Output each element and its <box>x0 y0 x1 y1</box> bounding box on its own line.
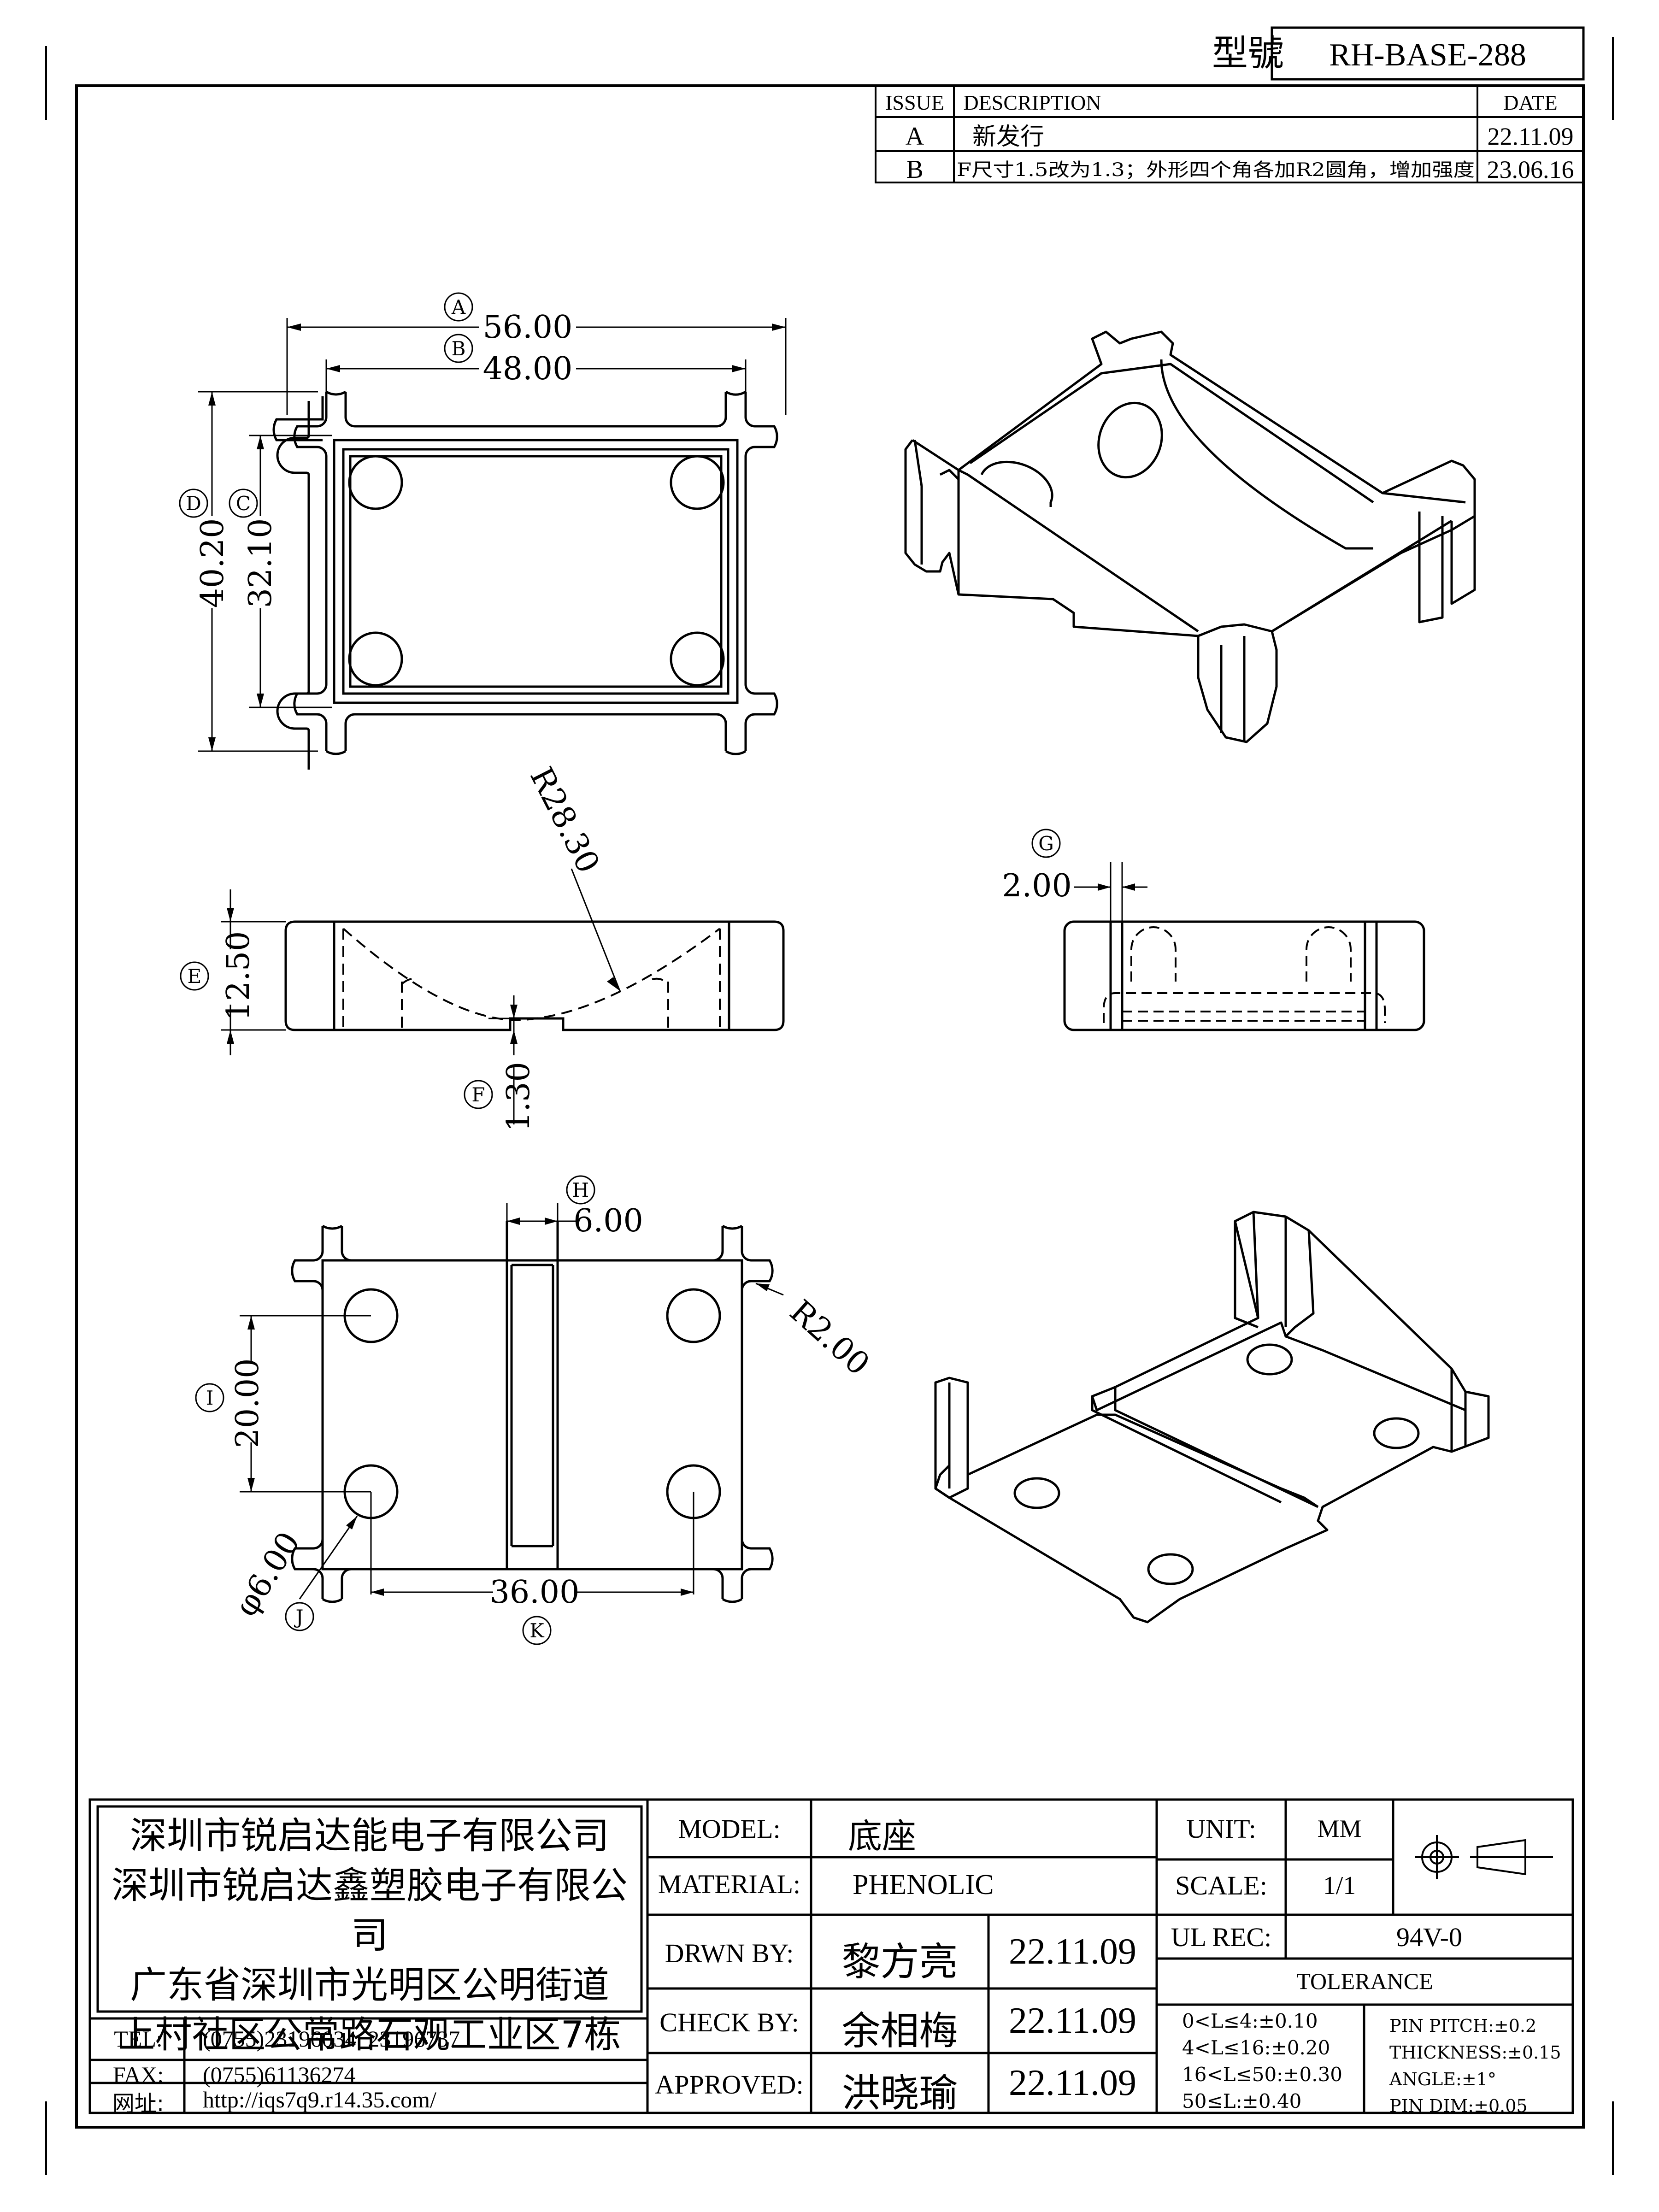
bottom-view <box>291 1221 774 1603</box>
revision-table <box>875 85 1584 183</box>
dim-arc-radius-value: R28.30 <box>523 761 606 879</box>
scale-label: SCALE: <box>1175 1871 1267 1900</box>
company-address-1: 广东省深圳市光明区公明街道 <box>130 1964 609 2006</box>
dim-c-value: 32.10 <box>242 518 279 608</box>
ul-label: UL REC: <box>1171 1922 1272 1952</box>
revision-header-issue: ISSUE <box>885 91 944 114</box>
top-view-outline <box>293 390 778 755</box>
front-view-dimension-lines <box>221 868 621 1124</box>
drawing-border <box>75 84 1585 2129</box>
callout-letter-d: D <box>186 492 201 515</box>
callout-letter-b: B <box>452 337 466 360</box>
approved-label: APPROVED: <box>655 2070 804 2100</box>
tolerance-thickness: THICKNESS:±0.15 <box>1389 2042 1561 2063</box>
front-view <box>284 920 785 1031</box>
isometric-view-bottom <box>934 1211 1490 1624</box>
revision-a-issue: A <box>906 122 924 151</box>
callout-letter-g: G <box>1038 832 1054 855</box>
model-number-box <box>1271 26 1585 81</box>
tolerance-range-3: 16<L≤50:±0.30 <box>1182 2063 1343 2086</box>
company-address-2: 上村社区公常路石观工业区7栋 <box>118 2013 621 2056</box>
dim-h-value: 6.00 <box>573 1203 643 1239</box>
title-block-frame <box>88 1798 1574 2114</box>
tolerance-angle: ANGLE:±1° <box>1389 2069 1496 2089</box>
ul-value: 94V-0 <box>1396 1922 1462 1952</box>
tolerance-pin-pitch: PIN PITCH:±0.2 <box>1389 2016 1537 2036</box>
check-by-value: 余相梅 <box>841 2008 958 2053</box>
callout-letter-k: K <box>529 1619 545 1642</box>
approved-value: 洪晓瑜 <box>841 2071 958 2116</box>
dim-k-value: 36.00 <box>490 1574 580 1611</box>
sheet-corner-marks <box>45 37 1614 2175</box>
model-number-value: RH-BASE-288 <box>1329 37 1526 73</box>
dim-i-value: 20.00 <box>229 1359 266 1448</box>
model-number-label: 型號 <box>1212 33 1284 74</box>
bottom-view-arrowheads <box>247 1218 770 1596</box>
tolerance-range-1: 0<L≤4:±0.10 <box>1182 2010 1318 2032</box>
fax-value: (0755)61136274 <box>203 2062 356 2088</box>
top-view-dimension-lines <box>198 318 787 752</box>
callout-letter-h: H <box>572 1179 589 1201</box>
side-view-arrowheads <box>1098 883 1135 891</box>
scale-value: 1/1 <box>1323 1871 1356 1900</box>
tolerance-range-2: 4<L≤16:±0.20 <box>1182 2036 1330 2059</box>
dim-b-value: 48.00 <box>483 351 573 387</box>
revision-b-description: F尺寸1.5改为1.3；外形四个角各加R2圆角，增加强度 <box>957 159 1475 181</box>
web-value: http://iqs7q9.r14.35.com/ <box>203 2087 436 2112</box>
drawn-date: 22.11.09 <box>1008 1931 1137 1972</box>
drawn-by-value: 黎方亮 <box>841 1939 958 1984</box>
company-name-1: 深圳市锐启达能电子有限公司 <box>130 1814 609 1857</box>
check-by-label: CHECK BY: <box>659 2007 799 2037</box>
projection-symbol-icon <box>1415 1835 1553 1879</box>
model-label: MODEL: <box>678 1814 781 1844</box>
revision-b-date: 23.06.16 <box>1487 156 1574 183</box>
tel-label: TEL: <box>114 2026 163 2052</box>
tolerance-range-4: 50≤L:±0.40 <box>1182 2090 1302 2112</box>
material-value: PHENOLIC <box>853 1869 994 1900</box>
dim-e-value: 12.50 <box>220 931 257 1021</box>
top-view <box>272 396 324 770</box>
revision-a-date: 22.11.09 <box>1488 123 1574 150</box>
callout-letter-i: I <box>206 1387 214 1409</box>
approved-date: 22.11.09 <box>1008 2063 1137 2103</box>
dim-d-value: 40.20 <box>194 518 231 608</box>
fax-label: FAX: <box>112 2062 164 2088</box>
callout-letter-f: F <box>471 1083 485 1106</box>
side-view <box>1063 920 1425 1031</box>
check-date: 22.11.09 <box>1008 2000 1137 2041</box>
unit-label: UNIT: <box>1186 1814 1256 1844</box>
web-label: 网址: <box>112 2091 165 2117</box>
dim-corner-radius-value: R2.00 <box>782 1293 876 1382</box>
dim-f-value: 1.30 <box>500 1062 537 1131</box>
revision-a-description: 新发行 <box>972 123 1044 151</box>
isometric-view-top <box>904 330 1476 743</box>
company-name-2: 深圳市锐启达鑫塑胶电子有限公司 <box>112 1864 628 1957</box>
dimension-callout-circles <box>179 292 1061 1645</box>
callout-letter-a: A <box>451 296 466 318</box>
callout-letter-e: E <box>188 965 202 988</box>
tolerance-pin-dim: PIN DIM:±0.05 <box>1389 2096 1528 2116</box>
tel-value: (0755)23196034 23196737 <box>203 2026 460 2052</box>
revision-header-description: DESCRIPTION <box>963 91 1101 114</box>
front-view-hidden-lines <box>342 928 721 1030</box>
dim-g-value: 2.00 <box>1002 868 1071 904</box>
drawn-by-label: DRWN BY: <box>665 1938 794 1968</box>
material-label: MATERIAL: <box>658 1869 801 1899</box>
model-value: 底座 <box>848 1817 916 1856</box>
tolerance-title: TOLERANCE <box>1296 1968 1433 1994</box>
side-view-hidden-lines <box>1103 926 1386 1023</box>
dim-a-value: 56.00 <box>483 309 573 346</box>
unit-value: MM <box>1317 1815 1362 1842</box>
callout-letter-j: J <box>294 1606 304 1628</box>
revision-b-issue: B <box>906 155 923 184</box>
callout-letter-c: C <box>236 492 251 515</box>
side-view-dimension-lines <box>1074 862 1147 922</box>
revision-header-date: DATE <box>1503 91 1558 114</box>
